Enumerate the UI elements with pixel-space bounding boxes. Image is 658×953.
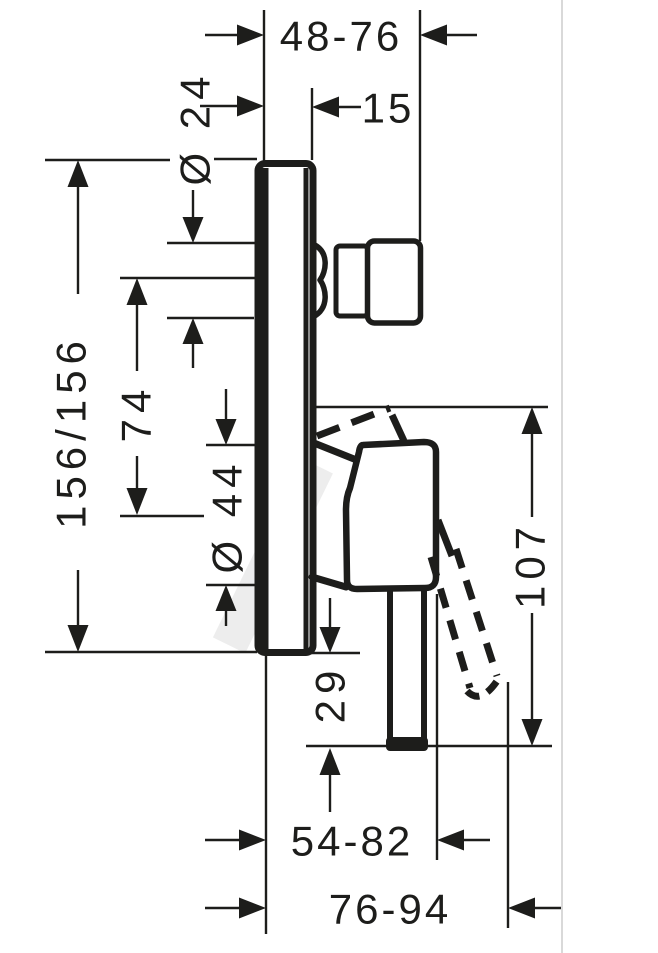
- handle-body: [342, 438, 440, 593]
- dimension-handle-length: 107: [306, 405, 554, 748]
- dim-label-15: 15: [362, 85, 415, 132]
- dim-label-74: 74: [113, 384, 160, 443]
- lever-dashed-start: [434, 518, 456, 558]
- wall-plate: [254, 160, 317, 656]
- dimension-depth-handle: 54-82: [205, 594, 490, 934]
- spout-neck: [311, 241, 328, 320]
- dim-label-76-94: 76-94: [329, 886, 451, 933]
- dimension-plate-size: 156/156: [45, 160, 257, 654]
- dim-label-107: 107: [507, 521, 554, 609]
- handle-lever-rod-cap: [386, 737, 428, 751]
- lever-dashed-left: [427, 556, 474, 689]
- dim-label-54-82: 54-82: [291, 818, 413, 865]
- dimension-handle-diameter: Ø 44: [204, 389, 257, 626]
- dim-label-o24: Ø 24: [172, 70, 219, 185]
- handle-sleeve-top-edge: [310, 439, 363, 465]
- handle-up-edge-stub: [388, 413, 408, 443]
- dim-label-o44: Ø 44: [204, 458, 251, 573]
- spout-collar: [333, 243, 371, 319]
- lever-dashed-right: [452, 547, 501, 678]
- handle-lever-rod: [387, 585, 427, 743]
- spout-connector: [311, 238, 424, 326]
- dimension-depth-lever: 76-94: [205, 682, 561, 933]
- dim-label-48-76: 48-76: [280, 13, 402, 60]
- dimension-spout-diameter: Ø 24: [45, 70, 257, 368]
- spout-stub: [364, 238, 424, 326]
- dimension-plate-offset: 15: [200, 85, 415, 160]
- handle-assembly: [308, 404, 502, 751]
- dim-label-29: 29: [307, 665, 354, 724]
- handle-dashed-up-position: [315, 404, 392, 440]
- dim-label-156-156: 156/156: [48, 335, 95, 529]
- handle-sleeve-bottom-edge: [308, 573, 350, 591]
- dimension-handle-drop: 29: [305, 598, 360, 812]
- dimension-mounting-depth-top: 48-76: [205, 10, 477, 241]
- dimension-spout-to-handle: 74: [113, 276, 257, 518]
- lever-dashed-endcap: [464, 676, 502, 700]
